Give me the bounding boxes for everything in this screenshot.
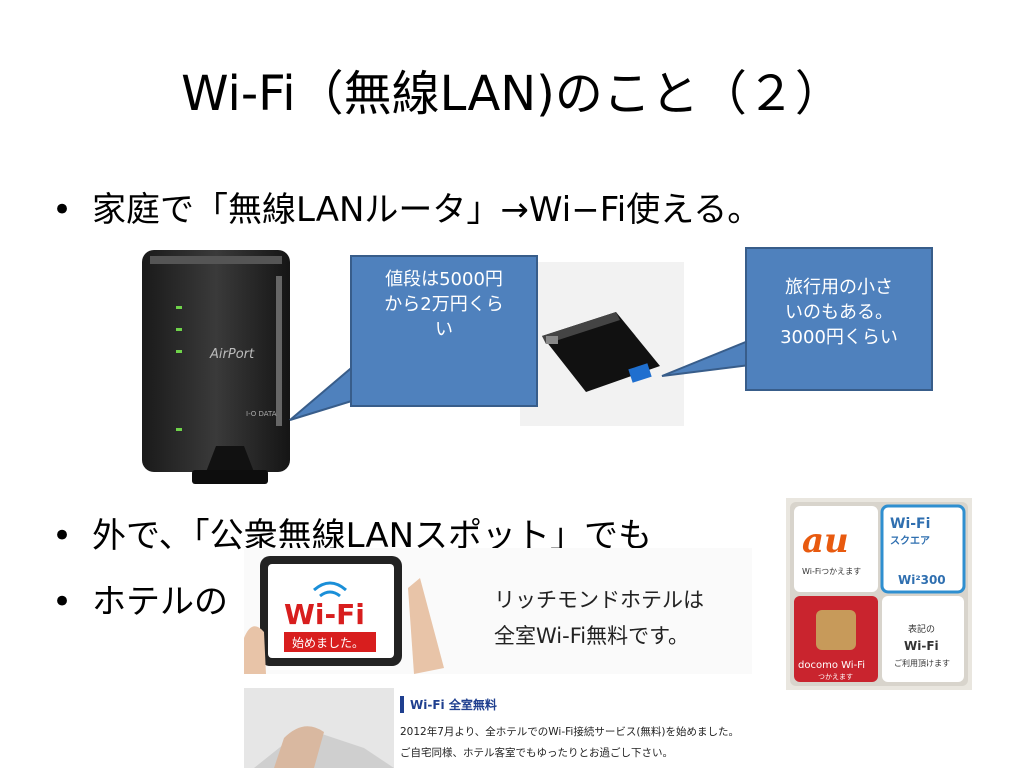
callout-line: い bbox=[435, 319, 453, 340]
info-line1: 2012年7月より、全ホテルでのWi-Fi接続サービス(無料)を始めました。 bbox=[400, 726, 740, 738]
sticker-notice-line3: ご利用頂けます bbox=[894, 658, 950, 668]
au-logo: au bbox=[802, 521, 849, 561]
docomo-sub-label: つかえます bbox=[818, 673, 853, 681]
banner-line2: 全室Wi-Fi無料です。 bbox=[494, 624, 689, 648]
wifi-square-subtitle: スクエア bbox=[890, 535, 930, 547]
hotel-wifi-banner: Wi-Fi 始めました。 リッチモンドホテルは 全室Wi-Fi無料です。 bbox=[244, 548, 752, 674]
router-maker-label: I-O DATA bbox=[246, 410, 277, 418]
sticker-notice-line1: 表記の bbox=[908, 623, 935, 635]
bullet-marker: • bbox=[52, 516, 73, 556]
callout-line: から2万円くら bbox=[384, 294, 504, 315]
bullet-marker: • bbox=[52, 582, 73, 622]
callout-travel-router: 旅行用の小さ いのもある。 3000円くらい bbox=[745, 247, 933, 391]
slide-title: Wi-Fi（無線LAN)のこと（２） bbox=[181, 66, 843, 122]
router-brand-label: AirPort bbox=[209, 347, 255, 362]
bullet-home-router: • 家庭で「無線LANルータ」→Wi−Fi使える。 bbox=[52, 188, 761, 232]
router-photo: AirPort I-O DATA bbox=[136, 246, 304, 492]
info-heading: Wi-Fi 全室無料 bbox=[400, 696, 497, 713]
bullet-text: ホテルの bbox=[92, 582, 228, 622]
wi2-300-badge: Wi²300 bbox=[898, 573, 946, 587]
tablet-wifi-subtitle: 始めました。 bbox=[292, 636, 364, 650]
au-sub-label: Wi-Fiつかえます bbox=[802, 567, 861, 576]
sticker-notice-line2: Wi-Fi bbox=[904, 639, 939, 653]
banner-line1: リッチモンドホテルは bbox=[494, 588, 704, 612]
callout-line: 3000円くらい bbox=[780, 327, 898, 348]
bullet-marker: • bbox=[52, 190, 73, 230]
travel-router-photo bbox=[520, 262, 684, 426]
info-line2: ご自宅同様、ホテル客室でもゆったりとお過ごし下さい。 bbox=[400, 747, 673, 759]
hotspot-sticker-photo: au Wi-Fiつかえます Wi-Fi スクエア Wi²300 docomo W… bbox=[786, 498, 972, 690]
wifi-square-title: Wi-Fi bbox=[890, 516, 930, 532]
bullet-text: 家庭で「無線LANルータ」→Wi−Fi使える。 bbox=[92, 190, 762, 230]
bullet-hotel: • ホテルの bbox=[52, 580, 228, 624]
callout-router-price: 値段は5000円 から2万円くら い bbox=[350, 255, 538, 407]
hotel-wifi-info-panel: Wi-Fi 全室無料 2012年7月より、全ホテルでのWi-Fi接続サービス(無… bbox=[244, 688, 752, 768]
tablet-wifi-title: Wi-Fi bbox=[284, 598, 365, 631]
callout-line: いのもある。 bbox=[785, 302, 893, 323]
callout-line: 旅行用の小さ bbox=[785, 277, 893, 298]
docomo-wifi-label: docomo Wi-Fi bbox=[798, 660, 865, 671]
callout-line: 値段は5000円 bbox=[385, 269, 503, 290]
